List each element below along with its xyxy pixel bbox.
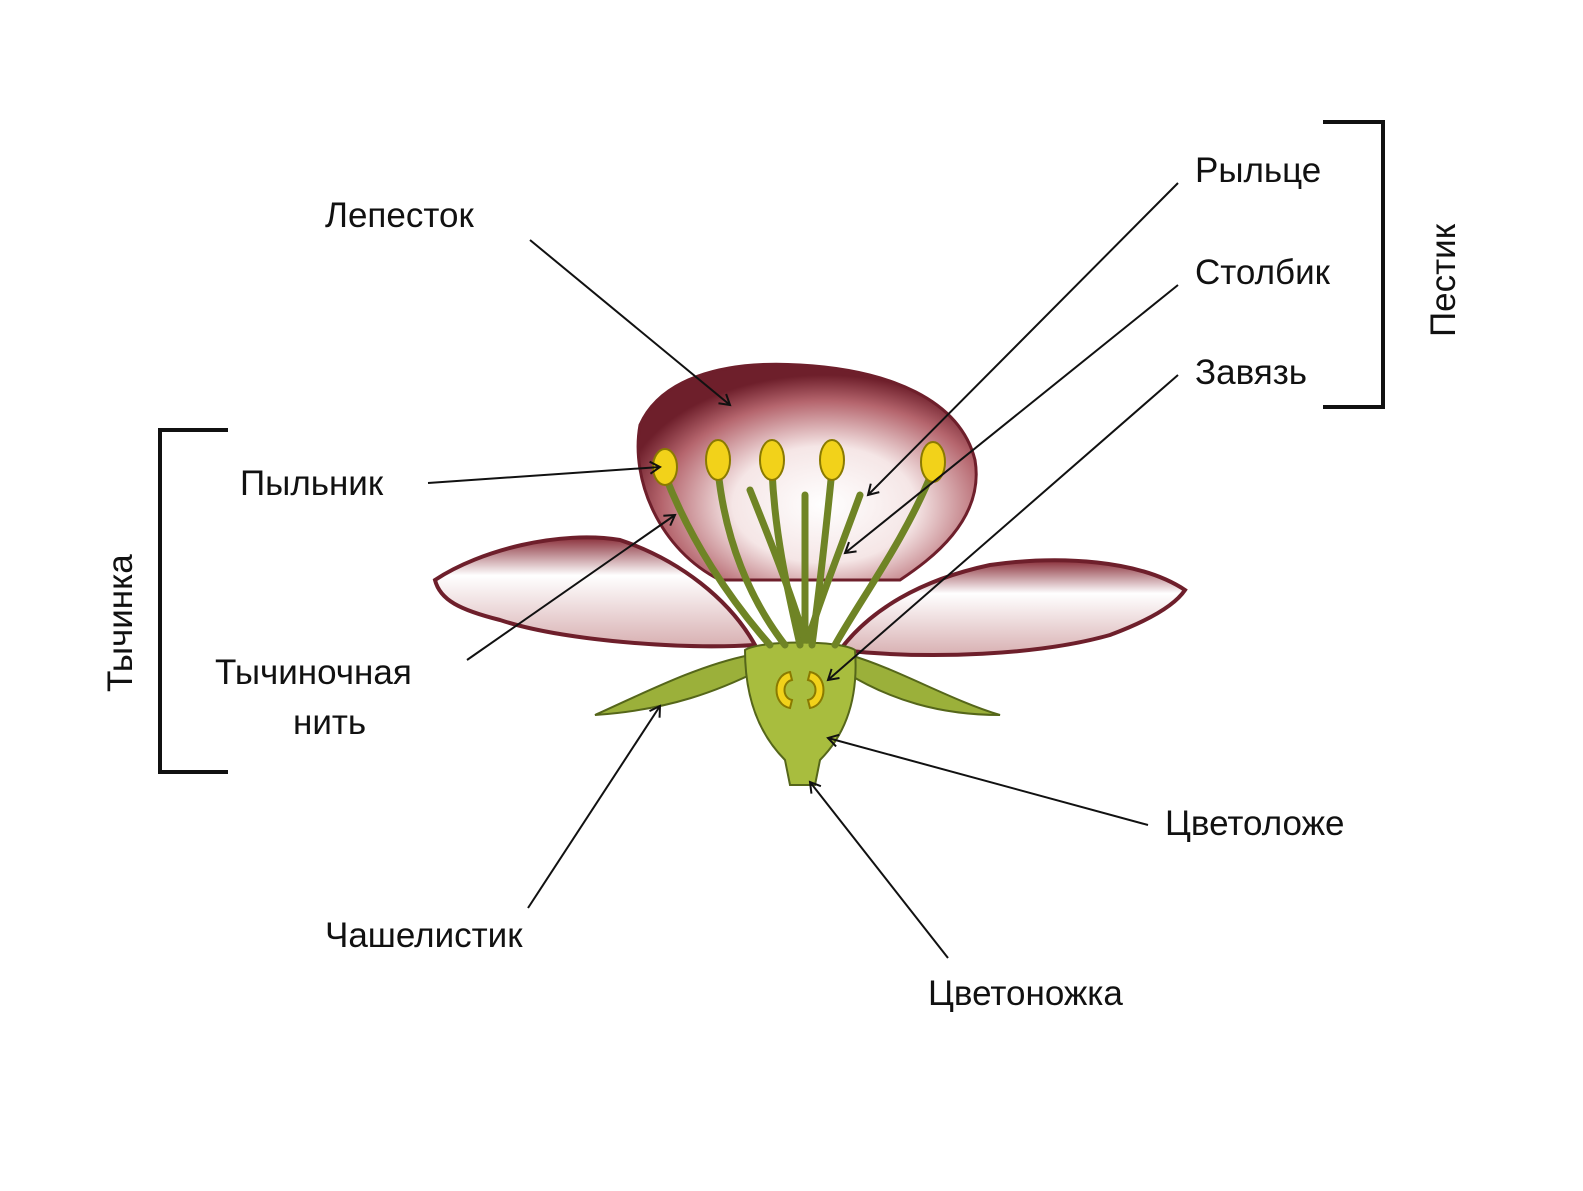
filament-pointer	[466, 513, 677, 661]
left-petal	[432, 535, 759, 649]
label-stigma: Рыльце	[1195, 151, 1321, 190]
flower-illustration	[432, 362, 1188, 786]
label-ovary: Завязь	[1195, 353, 1307, 392]
petal-pointer	[529, 239, 732, 407]
label-pedicel: Цветоножка	[928, 974, 1123, 1013]
label-sepal: Чашелистик	[325, 916, 523, 955]
left-sepal	[594, 653, 762, 716]
stigma-pointer	[866, 182, 1179, 497]
stamens	[661, 466, 937, 649]
label-filament-line1: Тычиночная	[215, 653, 412, 692]
label-filament-line2: нить	[293, 703, 366, 742]
right-sepal	[843, 653, 1001, 716]
style-pointer	[843, 284, 1179, 555]
anther-pointer	[427, 460, 662, 484]
receptacle-pointer	[826, 733, 1149, 826]
ovary-pointer	[826, 374, 1179, 682]
label-pistil: Пестик	[1424, 223, 1463, 337]
label-stamen: Тычинка	[101, 554, 140, 692]
stamen-bracket	[158, 428, 228, 774]
receptacle	[743, 641, 857, 786]
label-style: Столбик	[1195, 253, 1331, 292]
back-petal	[636, 362, 978, 582]
ovules	[775, 670, 825, 710]
leader-lines	[427, 182, 1179, 959]
pedicel-pointer	[808, 780, 949, 959]
label-receptacle: Цветоложе	[1165, 804, 1345, 843]
label-anther: Пыльник	[240, 464, 384, 503]
label-petal: Лепесток	[325, 196, 474, 235]
pistil-bracket	[1323, 120, 1385, 409]
sepal-pointer	[527, 704, 662, 909]
